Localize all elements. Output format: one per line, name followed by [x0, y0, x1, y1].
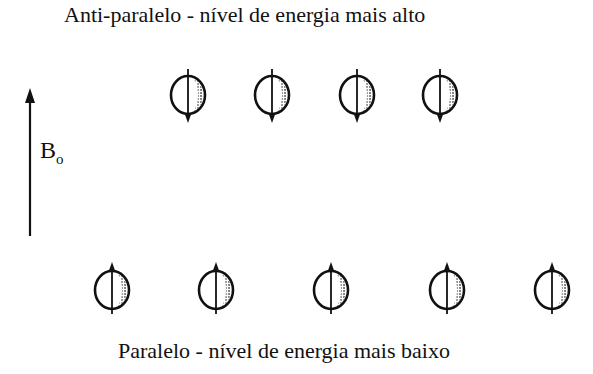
spin-up — [199, 262, 233, 314]
level-label: Anti-paralelo - nível de energia mais al… — [64, 4, 425, 26]
spin-up — [430, 262, 464, 314]
level-label: Paralelo - nível de energia mais baixo — [118, 340, 450, 362]
spin-up — [314, 262, 348, 314]
field-arrow — [25, 88, 35, 236]
field-symbol: B — [40, 138, 56, 162]
spin-down — [423, 69, 457, 123]
spin-up — [535, 262, 569, 314]
spin-down — [255, 69, 289, 123]
field-subscript: o — [56, 152, 64, 167]
spin-down — [171, 69, 205, 123]
spin-down — [340, 69, 374, 123]
spin-up — [95, 262, 129, 314]
